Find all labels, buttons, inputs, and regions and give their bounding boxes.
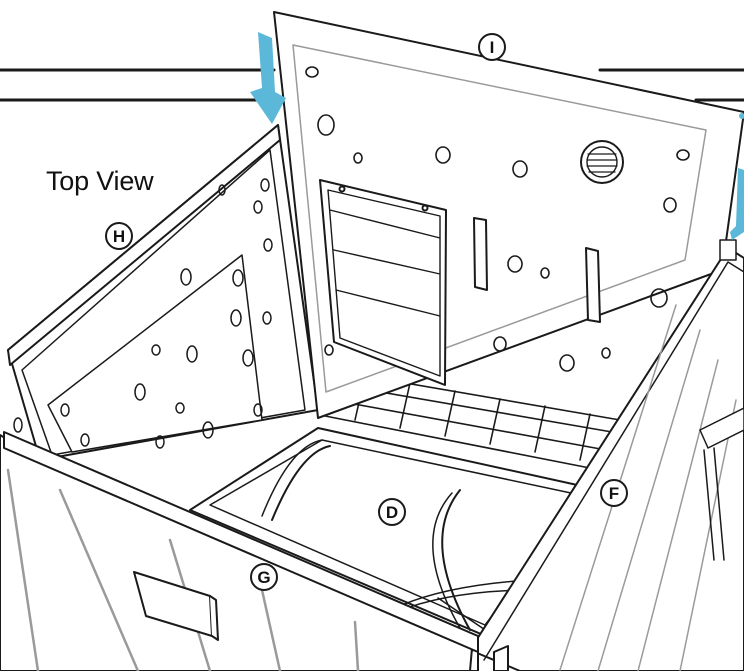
callout-d: D — [378, 498, 406, 526]
vent-grille — [580, 140, 624, 184]
callouts: I H D F G — [105, 33, 628, 591]
left-arrow-icon — [250, 32, 286, 124]
right-arrow-icon — [730, 168, 744, 240]
callout-g: G — [250, 563, 278, 591]
lid-panel — [273, 11, 744, 419]
callout-i: I — [478, 33, 506, 61]
callout-g-label: G — [257, 568, 270, 587]
callout-h: H — [105, 222, 133, 250]
callout-i-label: I — [490, 38, 495, 57]
insert-arrows — [250, 32, 744, 240]
left-wall-panel — [7, 124, 319, 461]
callout-d-label: D — [386, 503, 398, 522]
callout-f-label: F — [609, 484, 619, 503]
callout-f: F — [600, 479, 628, 507]
callout-h-label: H — [113, 227, 125, 246]
front-wall-panel — [0, 431, 479, 671]
right-wall-panel — [462, 239, 744, 671]
top-view-label: Top View — [46, 166, 154, 196]
top-rails — [0, 68, 744, 102]
